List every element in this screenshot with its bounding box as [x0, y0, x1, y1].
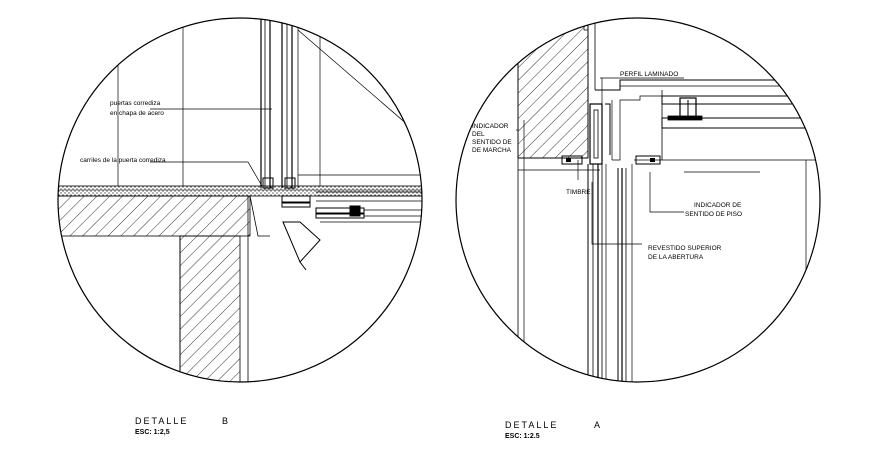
label-indicador-piso-2: SENTIDO DE PISO — [685, 211, 742, 218]
detail-a: PERFIL LAMINADO INDICADOR DEL SENTIDO DE… — [455, 17, 821, 440]
label-chapa-acero: en chapa de acero — [110, 110, 164, 117]
detail-b-letter: B — [222, 416, 230, 426]
wall-block — [517, 18, 589, 159]
label-indicador-marcha-1: INDICADOR — [472, 123, 509, 130]
label-indicador-marcha-3: SENTIDO DE — [472, 139, 512, 146]
label-timbre: TIMBRE — [566, 189, 591, 196]
perfil-laminado-beam — [661, 90, 820, 160]
detail-b: puertas corrediza en chapa de acero carr… — [57, 17, 423, 436]
leader-revestido — [591, 182, 642, 245]
detail-b-scale: ESC: 1:2,5 — [135, 429, 170, 436]
detail-a-circle — [455, 17, 821, 383]
detail-b-geometry — [58, 18, 422, 382]
sliding-door-leaves — [260, 18, 299, 189]
detail-a-letter: A — [594, 420, 602, 430]
floor-finish-band — [58, 185, 422, 197]
detail-b-title: DETALLE — [135, 416, 188, 426]
label-revestido-2: DE LA ABERTURA — [648, 254, 704, 261]
door-rails — [281, 191, 422, 223]
label-carriles: carriles de la puerta corrediza — [80, 157, 166, 164]
label-perfil-laminado: PERFIL LAMINADO — [620, 71, 678, 78]
label-revestido-1: REVESTIDO SUPERIOR — [648, 245, 722, 252]
leader-perfil — [600, 77, 603, 132]
detail-b-circle — [57, 17, 423, 383]
label-puertas-corrediza: puertas corrediza — [110, 100, 161, 107]
floor-slab — [58, 195, 251, 237]
detail-a-title: DETALLE — [505, 420, 558, 430]
label-indicador-marcha-2: DEL — [472, 131, 485, 138]
door-leaves-vertical — [587, 160, 807, 382]
label-indicador-marcha-4: DE MARCHA — [472, 147, 512, 154]
detail-a-scale: ESC: 1:2.5 — [505, 433, 540, 440]
timbre-box — [561, 155, 583, 165]
leader-piso — [649, 172, 684, 213]
leader-carriles — [150, 161, 263, 187]
detail-a-geometry — [517, 18, 820, 382]
vertical-profile — [589, 103, 603, 165]
wall-column — [179, 235, 241, 382]
floor-guide-bracket — [282, 221, 321, 263]
label-indicador-piso-1: INDICADOR DE — [694, 202, 742, 209]
